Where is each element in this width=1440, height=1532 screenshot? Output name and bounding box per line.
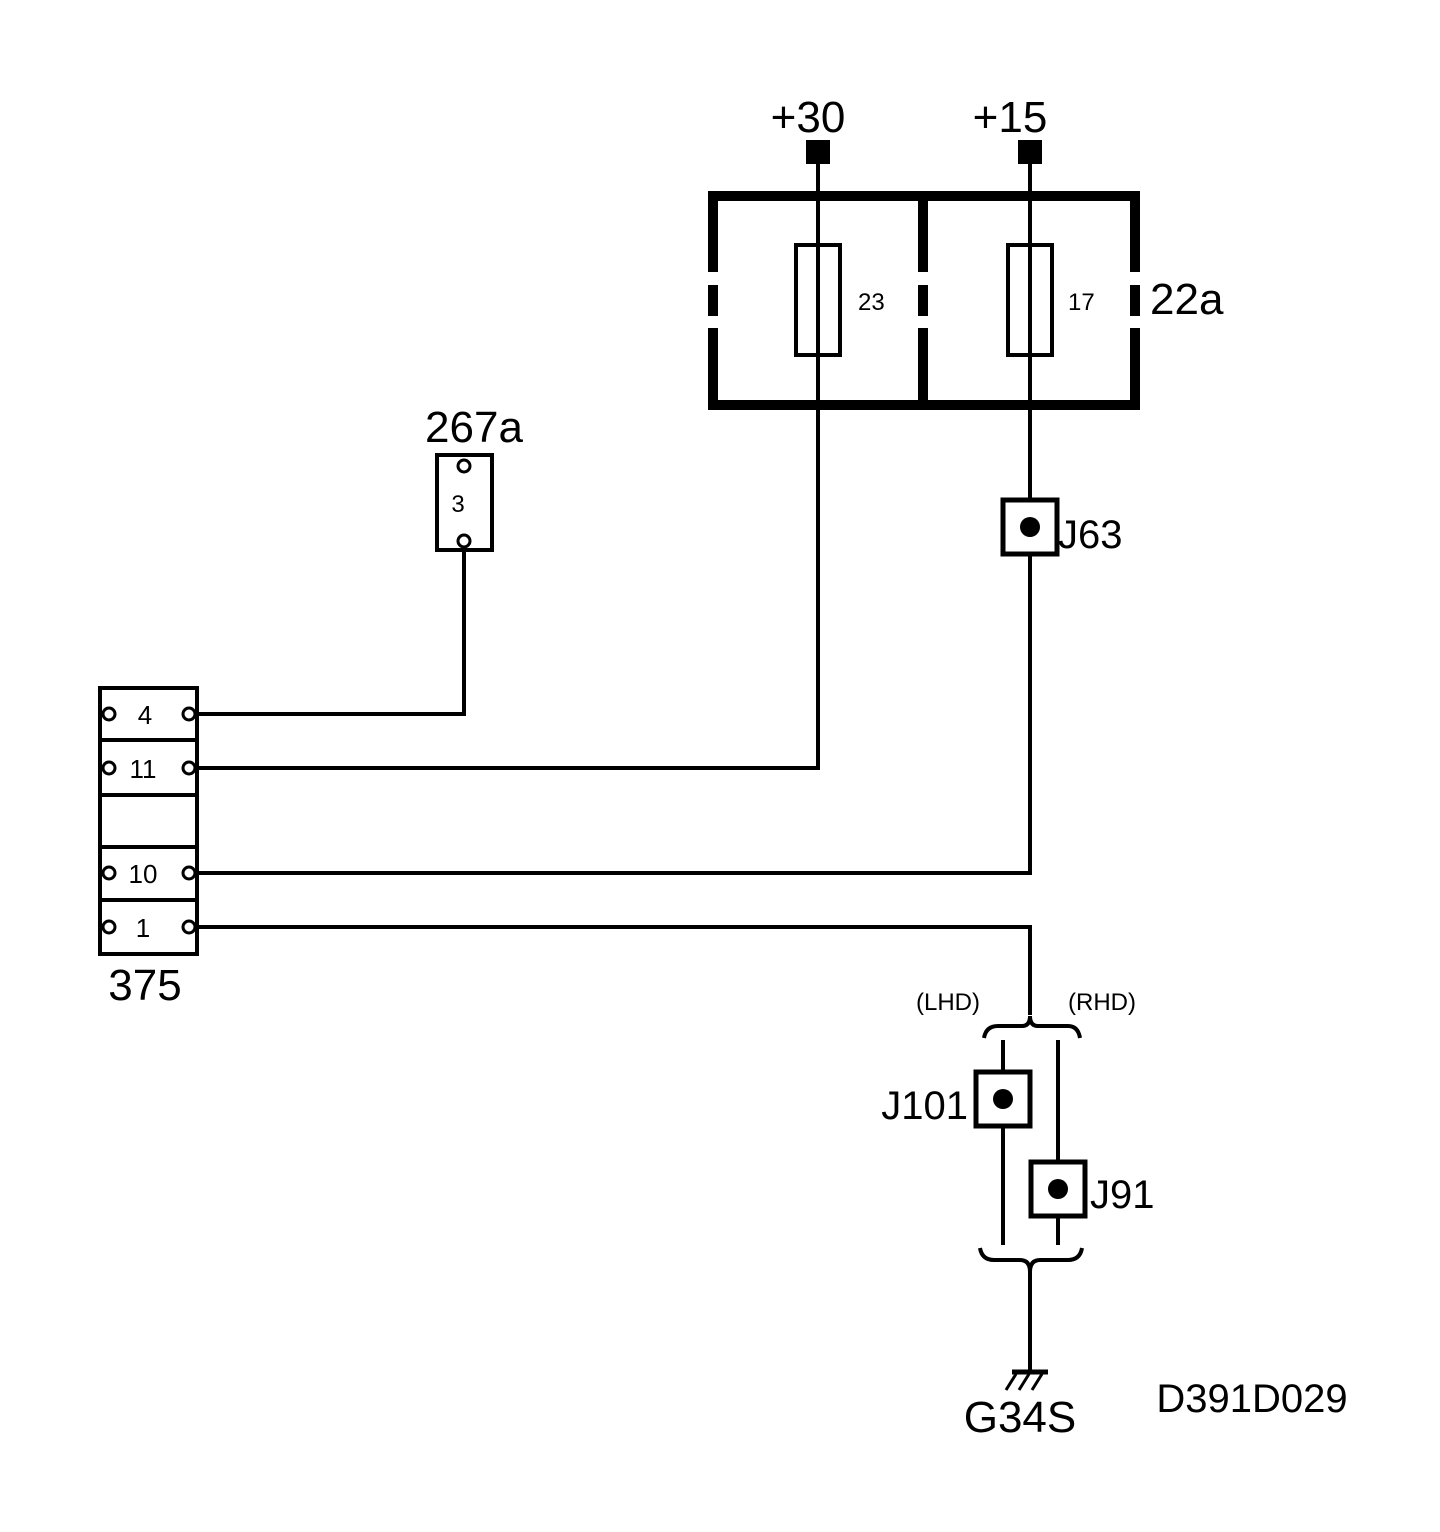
fuse-box-22a: 23 17 22a	[708, 191, 1224, 410]
variant-lhd-label: (LHD)	[916, 989, 980, 1016]
plus15-label: +15	[973, 93, 1048, 142]
ground-hatch-1	[1004, 1373, 1018, 1391]
j91-label: J91	[1090, 1173, 1155, 1217]
j63-dot	[1020, 517, 1040, 537]
connector-267a-pin-label: 3	[451, 491, 464, 518]
wire-plus30-to-pin11	[197, 164, 820, 770]
j63-label: J63	[1058, 513, 1123, 557]
pin-1-right-contact	[181, 919, 197, 935]
pin-11-label: 11	[130, 754, 157, 784]
pin-11-left-contact	[101, 760, 117, 776]
ground-hatch-2	[1017, 1373, 1031, 1391]
connector-267a-pin-bottom	[456, 533, 472, 549]
connector-267a: 267a 3	[425, 403, 523, 552]
connector-375: 4 11 10 1 375	[98, 686, 199, 1010]
top-brace	[982, 1015, 1082, 1039]
pin-1-left-contact	[101, 919, 117, 935]
joint-j63: J63	[1000, 497, 1123, 557]
j91-dot	[1048, 1179, 1068, 1199]
pin-1-label: 1	[136, 913, 150, 943]
j101-dot	[993, 1089, 1013, 1109]
drawing-code: D391D029	[1156, 1377, 1347, 1421]
connector-267a-pin-top	[456, 458, 472, 474]
pin-10-left-contact	[101, 865, 117, 881]
wire-j63-to-pin10	[197, 555, 1032, 875]
ground-label: G34S	[964, 1393, 1077, 1442]
ground-hatch-3	[1030, 1373, 1044, 1391]
plus15-terminal	[1018, 140, 1042, 164]
pin-4-label: 4	[138, 700, 152, 730]
j101-label: J101	[881, 1084, 968, 1128]
connector-375-label: 375	[108, 961, 181, 1010]
pin-4-right-contact	[181, 706, 197, 722]
fuse-23-label: 23	[858, 289, 885, 316]
wire-pin1-to-ground-branch	[197, 925, 1032, 1015]
pin-10-right-contact	[181, 865, 197, 881]
plus30-label: +30	[771, 93, 846, 142]
pin-10-label: 10	[129, 859, 158, 889]
joint-j101: J101	[881, 1069, 1033, 1129]
joint-j91: J91	[1028, 1159, 1155, 1219]
pin-11-right-contact	[181, 760, 197, 776]
fuse-box-id-label: 22a	[1150, 275, 1224, 324]
connector-375-body	[98, 686, 199, 956]
supply-plus30: +30	[771, 93, 846, 164]
plus30-terminal	[806, 140, 830, 164]
bottom-brace	[978, 1247, 1084, 1273]
supply-plus15: +15	[973, 93, 1048, 164]
wire-267a-to-pin4	[197, 547, 466, 716]
pin-4-left-contact	[101, 706, 117, 722]
ground-symbol: G34S	[964, 1369, 1077, 1442]
connector-267a-label: 267a	[425, 403, 523, 452]
variant-rhd-label: (RHD)	[1068, 989, 1136, 1016]
fuse-17-label: 17	[1068, 289, 1095, 316]
